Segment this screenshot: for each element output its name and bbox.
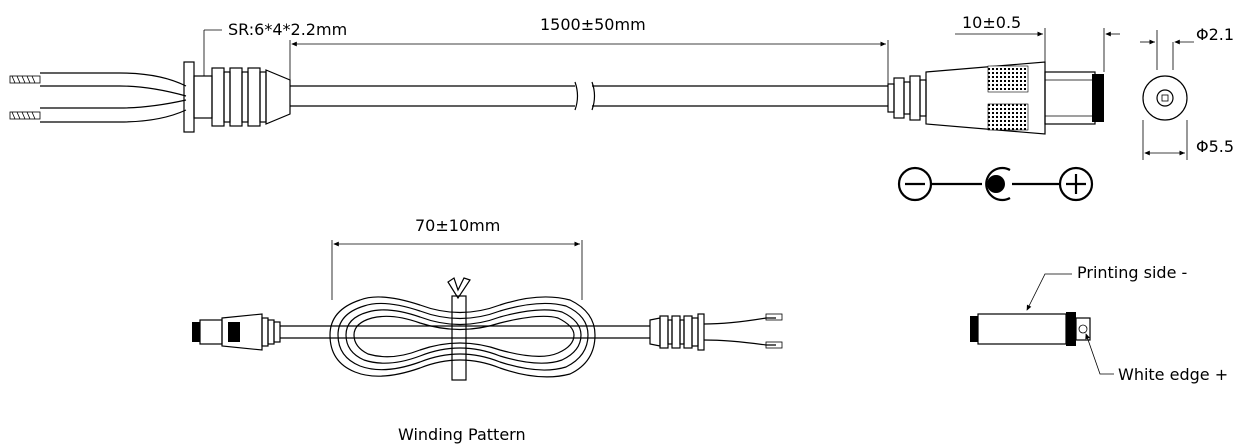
- dimension-plug-length: 10±0.5: [955, 13, 1120, 72]
- center-pin-icon: [985, 166, 1011, 202]
- winding-title: Winding Pattern: [398, 425, 526, 444]
- minus-icon: [897, 166, 933, 202]
- coiled-cable: [329, 296, 596, 378]
- mini-strain-relief: [649, 313, 783, 351]
- plug-tip: [1092, 74, 1104, 122]
- cable-body-left: [290, 85, 575, 107]
- inner-diameter-label: Φ2.1: [1196, 25, 1234, 44]
- printing-side-label: Printing side -: [1077, 263, 1187, 282]
- polarity-symbol: [897, 166, 1094, 202]
- printing-side-detail: Printing side - White edge +: [970, 263, 1228, 384]
- winding-pattern: 70±10mm: [192, 216, 783, 444]
- split-wires: [40, 72, 187, 123]
- strain-relief-label: SR:6*4*2.2mm: [228, 20, 347, 39]
- inner-circle: [1156, 89, 1174, 107]
- cable-length-label: 1500±50mm: [540, 15, 646, 34]
- dimension-cable-length: 1500±50mm: [289, 15, 889, 86]
- plus-icon: [1058, 166, 1094, 202]
- winding-width-label: 70±10mm: [415, 216, 500, 235]
- cable-through: [280, 325, 650, 339]
- strain-relief: [183, 29, 291, 133]
- grip-texture: [987, 65, 1029, 131]
- plug-length-label: 10±0.5: [962, 13, 1021, 32]
- cable-break: [574, 81, 596, 111]
- stripped-wire-ends: [9, 75, 41, 120]
- mini-dc-plug: [192, 313, 281, 351]
- plug-end-view: Φ2.1 Φ5.5: [1140, 25, 1234, 160]
- cable-body-right: [592, 85, 888, 107]
- main-cable-assembly: [9, 29, 1104, 135]
- outer-diameter-label: Φ5.5: [1196, 137, 1234, 156]
- white-edge-label: White edge +: [1118, 365, 1228, 384]
- dc-plug: [887, 61, 1104, 135]
- outer-circle: [1142, 75, 1188, 121]
